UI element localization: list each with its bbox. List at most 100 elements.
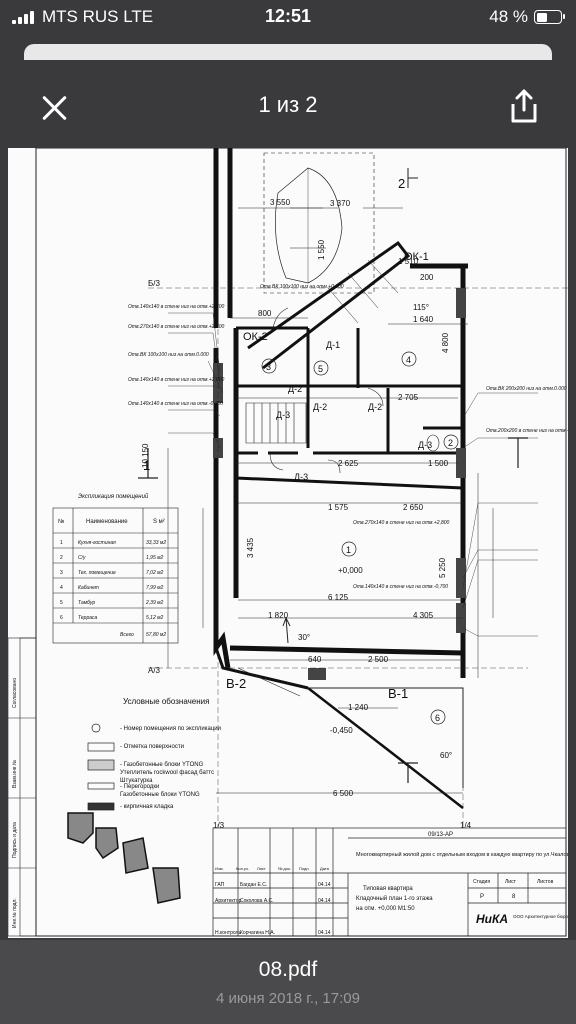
opening-label: Д-2 — [313, 402, 327, 412]
dimension-label: 4 800 — [441, 332, 450, 353]
dimension-label: 200 — [420, 273, 434, 282]
table-cell: Терраса — [78, 615, 98, 621]
table-header: S м² — [153, 519, 165, 525]
table-header: Наименование — [86, 519, 128, 525]
opening-label: Д-1 — [326, 340, 340, 350]
room-number-marker — [430, 709, 446, 725]
dimension-label: 800 — [258, 309, 272, 318]
dimension-label: 2 625 — [338, 459, 359, 468]
stamp-sheet-title: Типовая квартира — [363, 886, 413, 892]
stamp-person-date: 04.14 — [318, 898, 331, 904]
room-number: 3 — [266, 362, 271, 372]
opening-mark: Отв.140х140 в стене низ на отм.+2,000 — [128, 377, 225, 383]
firm-logo: НиКА — [476, 912, 508, 926]
legend-item: - Перегородки — [120, 784, 159, 790]
dimension-label: 60° — [440, 751, 452, 760]
table-cell: Всего — [120, 632, 134, 638]
opening-label: Д-3 — [294, 472, 308, 482]
table-cell: 2 — [60, 555, 63, 561]
firm-name: ООО Архитектурное бюро "НиКА" — [513, 914, 568, 919]
stamp-value: 8 — [512, 894, 516, 900]
stamp-value: Р — [480, 894, 484, 900]
dimension-label: 2 500 — [368, 655, 389, 664]
dimension-label: 6 500 — [333, 789, 354, 798]
dimension-label: 640 — [308, 655, 322, 664]
room-number: 6 — [435, 713, 440, 723]
dimension-label: 1 550 — [317, 239, 326, 260]
table-cell: 5,12 м2 — [146, 615, 164, 621]
legend-item: Штукатурка — [120, 778, 153, 784]
stamp-col-header: Дата — [320, 866, 330, 871]
stamp-col-header: Изм. — [215, 866, 224, 871]
room-number-marker — [401, 351, 417, 367]
room-number: 5 — [318, 364, 323, 374]
legend-title: Условные обозначения — [123, 697, 209, 706]
stamp-code: 09/13-АР — [428, 832, 453, 838]
footer-bar — [0, 940, 576, 1024]
table-cell: 7,99 м2 — [146, 585, 164, 591]
room-number: 4 — [406, 355, 411, 365]
stamp-header: Стадия — [473, 879, 490, 885]
opening-label: ОК-1 — [404, 251, 429, 263]
table-cell: 3 — [60, 570, 63, 576]
stamp-person-role: Архитектор — [215, 898, 242, 904]
opening-mark: Отв.ВК 100х100 низ на отм.0.000 — [128, 352, 209, 358]
opening-label: Д-3 — [418, 440, 432, 450]
table-cell: 7,02 м2 — [146, 570, 164, 576]
level-mark: +0,000 — [338, 566, 363, 575]
side-stamp-label: Согласовано — [12, 678, 18, 708]
dimension-label: 2 650 — [403, 503, 424, 512]
share-icon[interactable] — [508, 88, 540, 124]
stamp-person-role: Н.контроль — [215, 930, 241, 936]
stamp-person-date: 04.14 — [318, 882, 331, 888]
table-cell: Кухня-гостиная — [78, 540, 116, 546]
stamp-header: Лист — [505, 879, 517, 885]
table-cell: 57,80 м2 — [146, 632, 166, 638]
opening-mark: Отв.270х140 в стене низ на отм.+2,800 — [128, 324, 225, 330]
opening-label: Д-3 — [276, 410, 290, 420]
dimension-label: 1 240 — [348, 703, 369, 712]
battery-percent: 48 % — [489, 7, 528, 26]
table-cell: Тех. помещение — [78, 570, 116, 576]
dimension-label: 1 640 — [413, 315, 434, 324]
opening-mark: Отв.140х140 в стене низ на отм.+2,800 — [128, 304, 225, 310]
dimension-label: 30° — [298, 633, 310, 642]
side-stamp-label: Инв.№ подл. — [12, 898, 18, 928]
file-name: 08.pdf — [258, 958, 318, 981]
clock: 12:51 — [264, 6, 312, 26]
table-cell: 2,39 м2 — [145, 600, 164, 606]
side-stamp-label: Взам.инв.№ — [12, 760, 18, 788]
explication-title: Экспликация помещений — [78, 493, 149, 500]
table-cell: Кабинет — [78, 585, 99, 591]
table-cell: 6 — [60, 615, 63, 621]
file-date: 4 июня 2018 г., 17:09 — [216, 990, 360, 1007]
table-cell: Тамбур — [78, 600, 95, 606]
axis-label: В-1 — [388, 686, 408, 701]
axis-label: 2 — [398, 176, 405, 191]
stamp-col-header: Кол.уч. — [236, 866, 249, 871]
axis-label: Б/3 — [148, 279, 160, 288]
dimension-label: 1 500 — [428, 459, 449, 468]
stamp-col-header: Лист — [257, 866, 266, 871]
level-mark: -0,450 — [330, 726, 353, 735]
axis-label: 1 — [143, 458, 150, 473]
status-bar: MTS RUS LTE 12:51 48 % — [0, 0, 576, 34]
dimension-label: 1 510 — [398, 257, 419, 266]
room-number: 2 — [448, 438, 453, 448]
opening-mark: Отв.140х140 в стене низ на отм.-0,700 — [353, 584, 448, 590]
opening-label: Д-2 — [368, 402, 382, 412]
table-header: № — [58, 518, 64, 525]
stamp-project: Многоквартирный жилой дом с отдельным вх… — [356, 851, 568, 858]
opening-mark: Отв.140х140 в стене низ на отм.-0,700 — [128, 401, 223, 407]
table-cell: 4 — [60, 585, 63, 591]
stamp-person-name: Соколова А.С. — [240, 898, 274, 904]
room-number-marker — [313, 360, 329, 376]
dimension-label: 3 370 — [330, 199, 351, 208]
table-cell: 33,33 м2 — [146, 540, 166, 546]
carrier-label: MTS RUS LTE — [42, 7, 154, 26]
dimension-label: 1 820 — [268, 611, 289, 620]
axis-label: 1/3 — [213, 821, 225, 830]
room-number-marker — [341, 541, 357, 557]
